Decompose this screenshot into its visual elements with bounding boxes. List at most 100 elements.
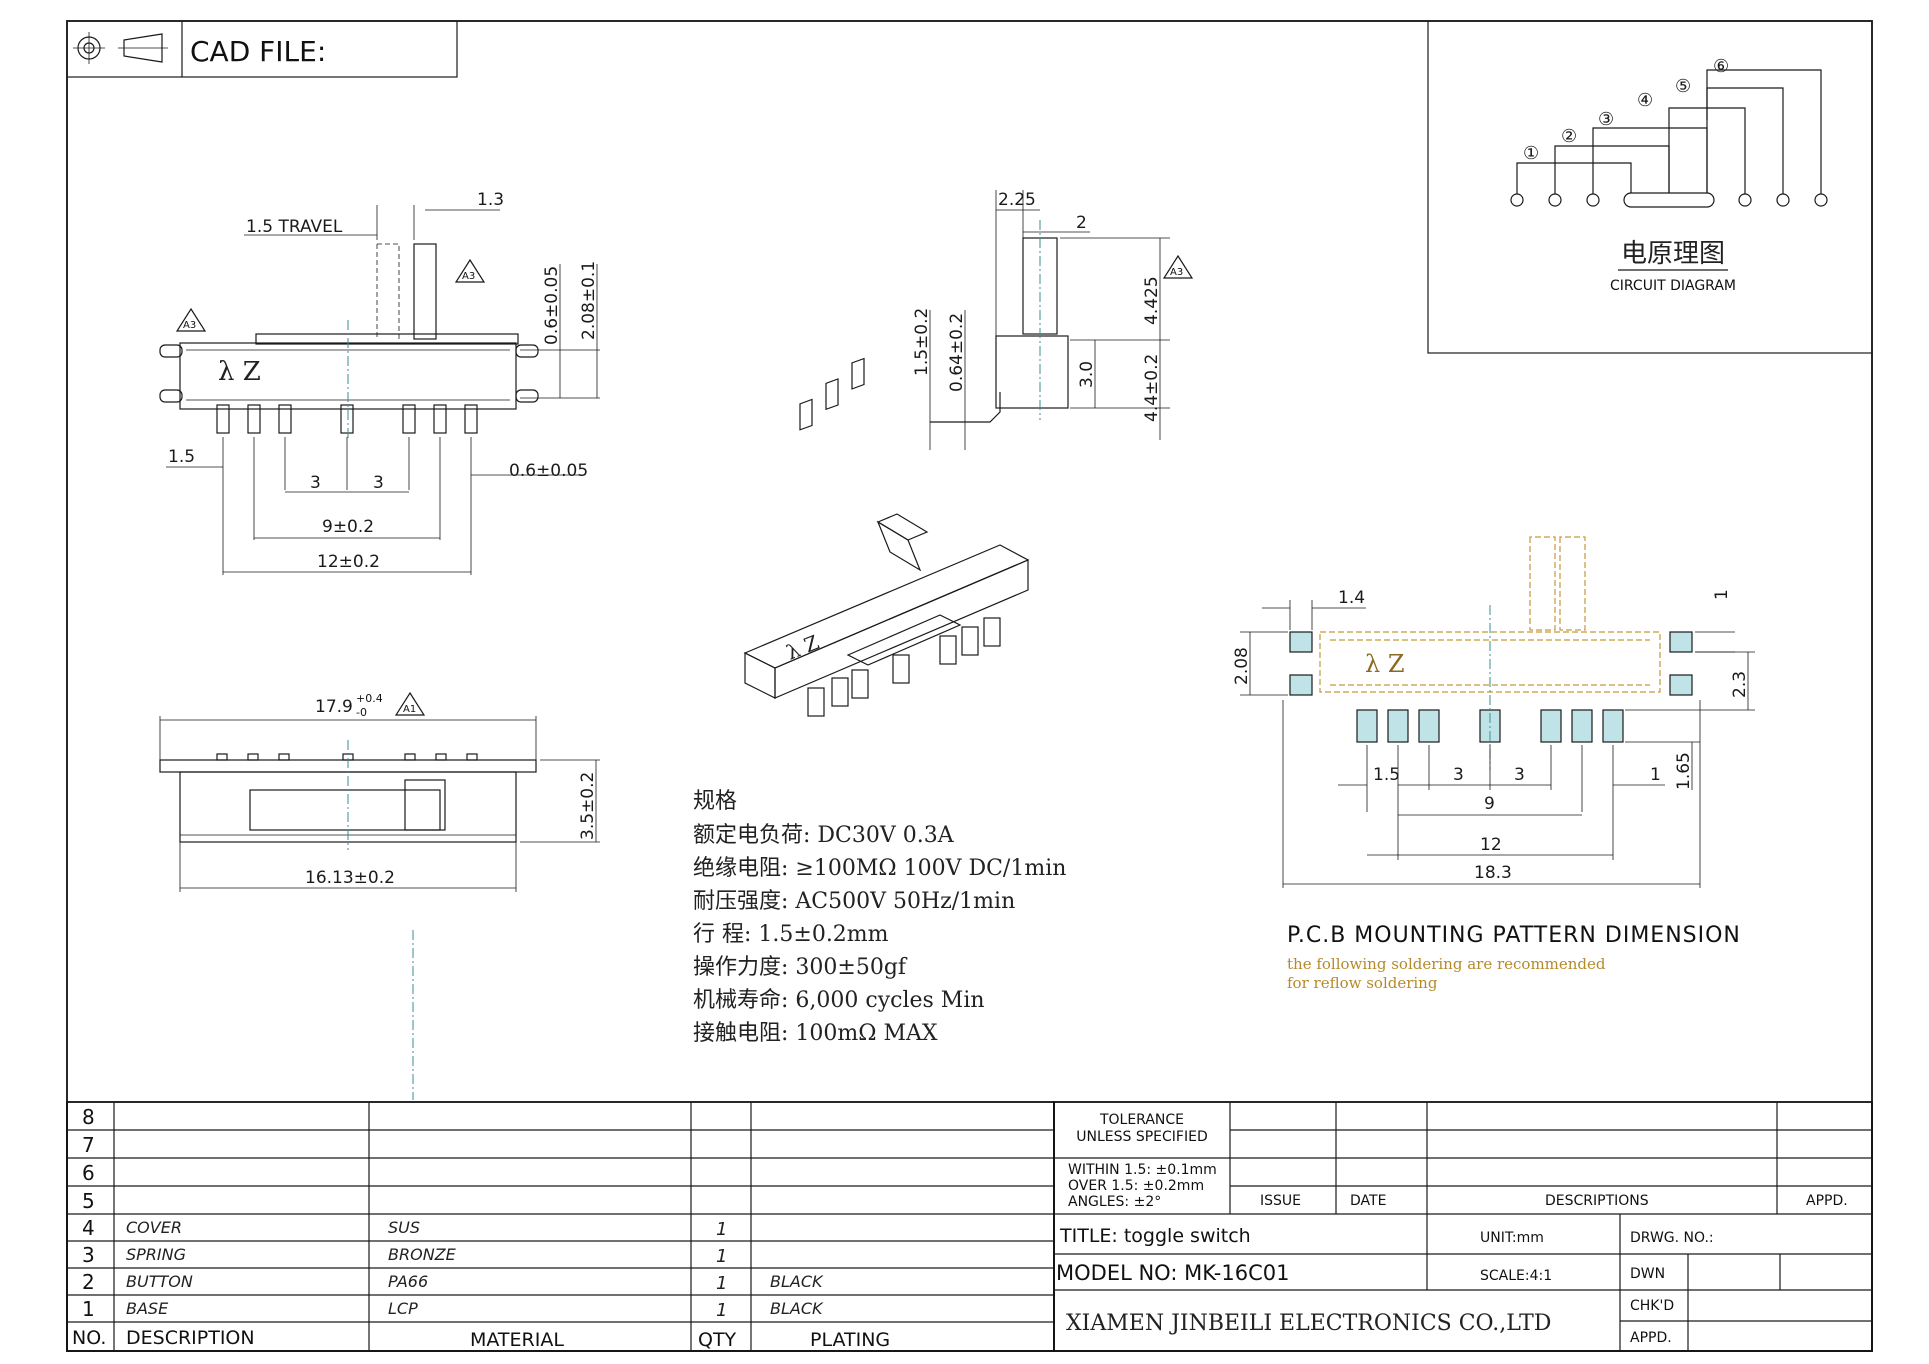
tolerance-over: OVER 1.5: ±0.2mm (1068, 1178, 1204, 1194)
tolerance-label: UNLESS SPECIFIED (1076, 1129, 1207, 1145)
bom-material: BRONZE (388, 1245, 457, 1264)
dim-17-9: 17.9 (315, 697, 353, 717)
pcb-dim-1-65: 1.65 (1674, 752, 1694, 790)
title-block: TOLERANCE UNLESS SPECIFIED WITHIN 1.5: ±… (1053, 1101, 1873, 1352)
dwn-label: DWN (1630, 1266, 1665, 1282)
bom-plating: BLACK (770, 1272, 824, 1291)
dim-0-6b: 0.6±0.05 (509, 461, 588, 481)
circuit-terminals (1510, 69, 1828, 208)
bom-no: 4 (82, 1216, 95, 1240)
spec-line: 绝缘电阻: ≥100MΩ 100V DC/1min (693, 856, 1066, 881)
tolerance-within: WITHIN 1.5: ±0.1mm (1068, 1162, 1217, 1178)
spec-line: 接触电阻: 100mΩ MAX (693, 1021, 938, 1046)
chkd-label: CHK'D (1630, 1298, 1674, 1314)
dim-17-9-tol-minus: -0 (356, 706, 367, 719)
circuit-diagram: ① ② ③ ④ ⑤ ⑥ 电原理图 CIRCUIT DIAGRAM (1427, 20, 1873, 354)
dim-2-08: 2.08±0.1 (579, 261, 599, 340)
pin-label: ③ (1598, 109, 1614, 130)
bom-row: 2 BUTTON PA66 1 BLACK (82, 1270, 824, 1294)
pcb-note: for reflow soldering (1287, 974, 1438, 992)
bom-row: 7 (82, 1133, 95, 1157)
bottom-view: 17.9 +0.4 -0 A1 3.5±0.2 16.13±0.2 (159, 691, 600, 1100)
revision-marker-a1: A1 (394, 691, 426, 716)
svg-text:A1: A1 (403, 704, 416, 715)
dim-17-9-tol-plus: +0.4 (356, 692, 383, 705)
bom-description: COVER (126, 1218, 182, 1237)
pcb-pad (1356, 709, 1378, 743)
pin-label: ⑥ (1713, 56, 1729, 77)
pcb-dim-18-3: 18.3 (1474, 863, 1512, 883)
bom-row: 8 (82, 1105, 95, 1129)
dim-4-425: 4.425 (1142, 276, 1162, 325)
pin-label: ⑤ (1675, 76, 1691, 97)
iso-marking: λ Z (783, 630, 823, 665)
pcb-pad (1289, 631, 1313, 653)
bom-description: BASE (126, 1299, 169, 1318)
dim-0-6: 0.6±0.05 (542, 266, 562, 345)
bom-description: SPRING (126, 1245, 186, 1264)
bom-no: 8 (82, 1105, 95, 1129)
pcb-dim-1b: 1 (1650, 765, 1661, 785)
pin-label: ② (1561, 126, 1577, 147)
bom-description: BUTTON (126, 1272, 193, 1291)
pcb-dim-2-08: 2.08 (1232, 647, 1252, 685)
bom-header-no: NO. (72, 1327, 106, 1349)
dim-3: 3 (373, 473, 384, 493)
circuit-pin-labels: ① ② ③ ④ ⑤ ⑥ (1523, 56, 1729, 164)
pcb-dim-3: 3 (1514, 765, 1525, 785)
bom-qty: 1 (716, 1300, 727, 1321)
bom-no: 1 (82, 1297, 95, 1321)
dim-3-5: 3.5±0.2 (578, 772, 598, 840)
pcb-pad (1669, 631, 1693, 653)
spec-line: 规格 (693, 789, 737, 814)
circuit-title-cn: 电原理图 (1621, 239, 1725, 269)
body-marking: λ Z (218, 357, 261, 387)
bom-header-material: MATERIAL (470, 1329, 564, 1351)
circuit-title-en: CIRCUIT DIAGRAM (1610, 278, 1736, 294)
dim-16-13: 16.13±0.2 (305, 868, 395, 888)
bom-material: SUS (388, 1218, 420, 1237)
iso-terminals (799, 357, 865, 431)
pin-label: ④ (1637, 90, 1653, 111)
cad-file-label: CAD FILE: (190, 35, 326, 68)
dim-4-4: 4.4±0.2 (1142, 354, 1162, 422)
bom-row: 3 SPRING BRONZE 1 (82, 1243, 727, 1267)
pcb-pad (1387, 709, 1409, 743)
pcb-pad (1669, 674, 1693, 696)
pcb-pad (1289, 674, 1313, 696)
bom-qty: 1 (716, 1219, 727, 1240)
drwg-no-label: DRWG. NO.: (1630, 1230, 1714, 1246)
dim-3: 3 (310, 473, 321, 493)
revision-marker-a3: A3 (454, 258, 486, 283)
pcb-pad (1540, 709, 1562, 743)
bom-header-plating: PLATING (810, 1329, 890, 1351)
unit-label: UNIT:mm (1480, 1230, 1544, 1246)
bottom-view-bumps (216, 753, 478, 761)
bom-no: 5 (82, 1189, 95, 1213)
bom-table: 8 7 6 5 4 COVER SUS 1 3 SPRING BRONZE 1 … (66, 1101, 1055, 1352)
pcb-dim-9: 9 (1484, 794, 1495, 814)
issue-header: ISSUE (1260, 1193, 1301, 1209)
bom-row: 1 BASE LCP 1 BLACK (82, 1297, 824, 1321)
pcb-pad (1571, 709, 1593, 743)
company-name: XIAMEN JINBEILI ELECTRONICS CO.,LTD (1066, 1311, 1551, 1336)
bom-header-description: DESCRIPTION (126, 1327, 255, 1349)
appd-label: APPD. (1630, 1330, 1672, 1346)
projection-symbol-icon (73, 32, 168, 64)
front-view: λ Z 1.5 TRAVEL 1.3 0.6±0.05 2.08±0.1 1.5… (159, 190, 600, 575)
side-view: 2.25 2 4.425 3.0 4.4±0.2 1.5±0.2 0.64±0.… (912, 190, 1194, 450)
bom-no: 3 (82, 1243, 95, 1267)
specifications: 规格 额定电负荷: DC30V 0.3A 绝缘电阻: ≥100MΩ 100V D… (693, 789, 1066, 1046)
dim-1-3: 1.3 (477, 190, 504, 210)
pcb-pad (1602, 709, 1624, 743)
scale-label: SCALE:4:1 (1480, 1268, 1552, 1284)
svg-text:A3: A3 (183, 320, 196, 331)
bom-no: 6 (82, 1161, 95, 1185)
drawing-title: TITLE: toggle switch (1059, 1225, 1251, 1247)
bom-plating: BLACK (770, 1299, 824, 1318)
date-header: DATE (1350, 1193, 1386, 1209)
bom-no: 2 (82, 1270, 95, 1294)
bom-no: 7 (82, 1133, 95, 1157)
pcb-note: the following soldering are recommended (1287, 955, 1606, 973)
dim-3-0: 3.0 (1077, 361, 1097, 388)
